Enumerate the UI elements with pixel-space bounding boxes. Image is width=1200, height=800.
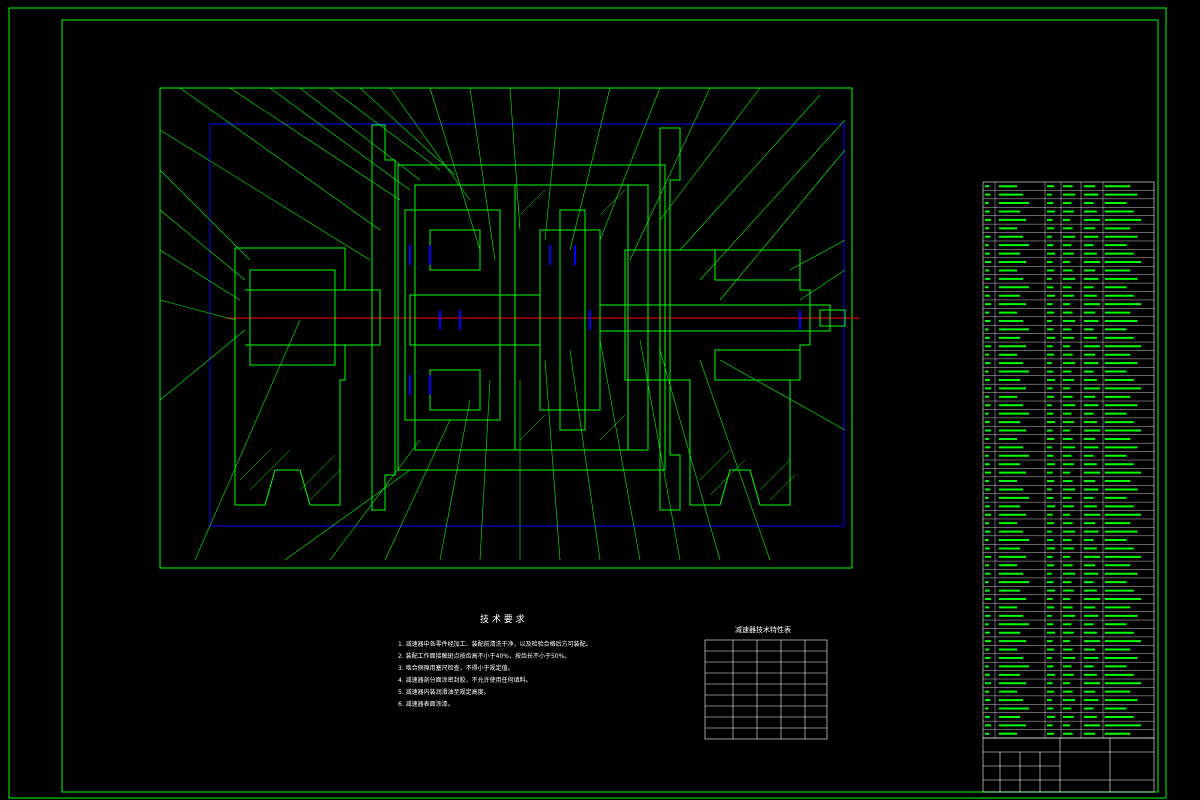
bearing-marks	[409, 245, 801, 395]
dimension-outline	[209, 123, 845, 527]
technical-notes: 技 术 要 求 1. 减速器中各零件经加工、装配前清洗干净，以及检验合格后方可装…	[398, 613, 592, 708]
notes-title: 技 术 要 求	[480, 613, 525, 625]
outer-frame	[8, 7, 1167, 799]
planet-gear-bottom	[429, 369, 481, 411]
parameter-table: 减速器技术特性表	[704, 625, 828, 740]
ring-gear	[514, 184, 629, 451]
input-shaft	[599, 304, 831, 332]
planet-carrier	[404, 209, 501, 421]
leader-lines	[159, 87, 846, 561]
notes-line-4: 4. 减速器剖分面涂密封胶，不允许使用任何填料。	[398, 676, 532, 684]
title-block	[982, 737, 1155, 793]
view-frame	[159, 87, 853, 569]
right-bearing-cap-lower	[714, 349, 801, 381]
notes-line-5: 5. 减速器内装润滑油至规定高度。	[398, 688, 490, 696]
right-flange	[659, 127, 681, 511]
gear-rim	[559, 209, 586, 431]
notes-line-2: 2. 装配工作面接触斑点按齿高不小于40%，按齿长不小于50%。	[398, 652, 570, 660]
sun-shaft	[409, 294, 541, 346]
right-support	[624, 249, 811, 506]
left-flange	[371, 124, 396, 511]
section-hatching	[239, 189, 796, 501]
notes-line-1: 1. 减速器中各零件经加工、装配前清洗干净，以及检验合格后方可装配。	[398, 640, 592, 648]
right-bearing-cap	[714, 249, 801, 281]
inner-frame	[61, 19, 1159, 793]
assembly-section-view	[159, 87, 860, 561]
notes-line-3: 3. 啮合侧隙用塞尺检查，不得小于规定值。	[398, 664, 514, 672]
bom-parts-list	[982, 181, 1155, 739]
housing	[397, 164, 666, 471]
left-hub-inner	[249, 269, 336, 366]
left-hub	[234, 247, 381, 506]
shaft-end	[819, 309, 846, 327]
param-table-border	[704, 639, 828, 740]
notes-line-6: 6. 减速器表面涂漆。	[398, 700, 454, 708]
param-table-title: 减速器技术特性表	[735, 625, 791, 634]
planet-gear-top	[429, 229, 481, 271]
